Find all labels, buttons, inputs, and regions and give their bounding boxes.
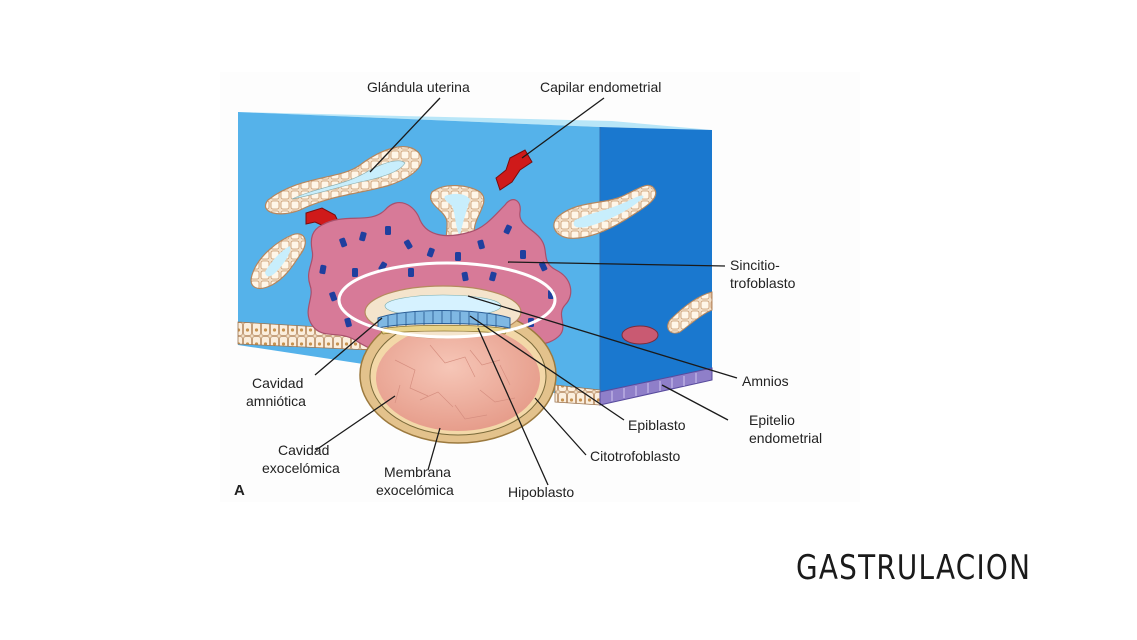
block-top-face <box>238 112 712 130</box>
epiblast-cells <box>387 311 497 328</box>
highlight-ellipse <box>337 261 557 339</box>
uterine-gland-4-lumen <box>573 195 644 228</box>
label-glandula-uterina: Glándula uterina <box>367 79 470 95</box>
label-sincitio-line1: Sincitio- <box>730 257 780 273</box>
syncytio-nuclei <box>319 224 554 344</box>
slide-title: GASTRULACION <box>796 548 1032 588</box>
label-cavidad-exocelomica-line1: Cavidad <box>278 442 329 458</box>
exocoelomic-texture <box>394 344 516 420</box>
label-membrana-exocelomica-line1: Membrana <box>384 464 451 480</box>
label-sincitio-line2: trofoblasto <box>730 275 796 291</box>
uterine-gland-1-lumen <box>291 160 406 200</box>
uterine-gland-3-lumen <box>265 246 291 277</box>
side-epithelium-cells <box>611 373 697 401</box>
label-hipoblasto: Hipoblasto <box>508 484 574 500</box>
uterine-gland-1 <box>265 146 423 215</box>
capillary-side <box>621 325 659 345</box>
exocoelomic-cavity <box>376 325 540 431</box>
label-epiblasto: Epiblasto <box>628 417 686 433</box>
label-epitelio-line2: endometrial <box>749 430 822 446</box>
label-cavidad-amniotica-line2: amniótica <box>246 393 306 409</box>
label-epitelio-line1: Epitelio <box>749 412 795 428</box>
label-amnios: Amnios <box>742 373 789 389</box>
panel-letter: A <box>234 482 245 499</box>
uterine-gland-2-lumen <box>444 193 470 236</box>
label-cavidad-amniotica-line1: Cavidad <box>252 375 303 391</box>
label-cavidad-exocelomica-line2: exocelómica <box>262 460 340 476</box>
hypoblast <box>379 324 509 335</box>
uterine-gland-side <box>667 291 713 334</box>
label-membrana-exocelomica-line2: exocelómica <box>376 482 454 498</box>
labels: Glándula uterina Capilar endometrial Sin… <box>234 79 822 500</box>
leader-lines <box>314 97 738 486</box>
label-citotrofoblasto: Citotrofoblasto <box>590 448 680 464</box>
label-capilar-endometrial: Capilar endometrial <box>540 79 661 95</box>
